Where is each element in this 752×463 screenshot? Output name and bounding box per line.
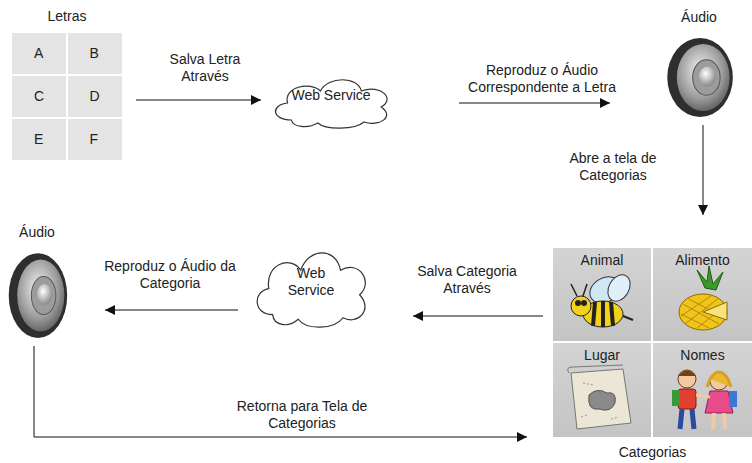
web-service-cloud: Web Service <box>247 238 375 330</box>
edge-label: Abre a tela de Categorias <box>555 150 671 184</box>
letter-text: D <box>90 88 100 105</box>
edge-label: Reproduz o Áudio da Categoria <box>95 258 245 292</box>
service-text: Web Service <box>291 87 370 104</box>
flow-arrow <box>413 316 543 317</box>
letter-text: E <box>34 131 43 148</box>
flow-arrow <box>703 125 704 215</box>
letter-text: F <box>90 131 99 148</box>
category-name: Nomes <box>653 347 752 364</box>
grid-heading: Letras <box>12 8 122 25</box>
speaker-heading: Áudio <box>0 224 80 241</box>
category-panel: CategoriasAnimalAlimentoLugarNomes <box>553 248 752 437</box>
category-cell: Animal <box>553 248 651 341</box>
category-cell: Lugar <box>553 343 651 437</box>
letter-cell: F <box>68 119 123 160</box>
category-cell: Alimento <box>653 248 752 341</box>
audio-speaker: Áudio <box>662 35 736 119</box>
letter-cell: A <box>12 33 66 74</box>
speaker-icon <box>662 35 736 119</box>
edge-label: Retorna para Tela de Categorias <box>225 398 379 432</box>
category-name: Alimento <box>653 252 752 269</box>
letter-grid: LetrasABCDEF <box>12 33 122 160</box>
speaker-heading: Áudio <box>652 9 746 26</box>
letter-cell: B <box>68 33 123 74</box>
speaker-icon <box>4 250 70 340</box>
flow-arrow <box>105 310 238 311</box>
audio-speaker: Áudio <box>4 250 70 340</box>
letter-cell: D <box>68 76 123 117</box>
web-service-cloud: Web Service <box>265 70 397 130</box>
flow-arrow <box>459 103 610 104</box>
edge-label: Salva Letra Através <box>157 51 253 85</box>
category-name: Animal <box>553 252 651 269</box>
service-text: Web Service <box>281 265 341 299</box>
letter-cell: C <box>12 76 66 117</box>
category-cell: Nomes <box>653 343 752 437</box>
edge-label: Salva Categoria Através <box>407 263 527 297</box>
letter-cell: E <box>12 119 66 160</box>
flow-arrow <box>34 346 527 437</box>
flow-arrow <box>136 100 261 101</box>
letter-text: C <box>34 88 44 105</box>
edge-label: Reproduz o Áudio Correspondente a Letra <box>444 62 640 96</box>
letter-text: A <box>34 45 43 62</box>
category-name: Lugar <box>553 347 651 364</box>
panel-caption: Categorias <box>553 444 752 461</box>
letter-text: B <box>90 45 99 62</box>
